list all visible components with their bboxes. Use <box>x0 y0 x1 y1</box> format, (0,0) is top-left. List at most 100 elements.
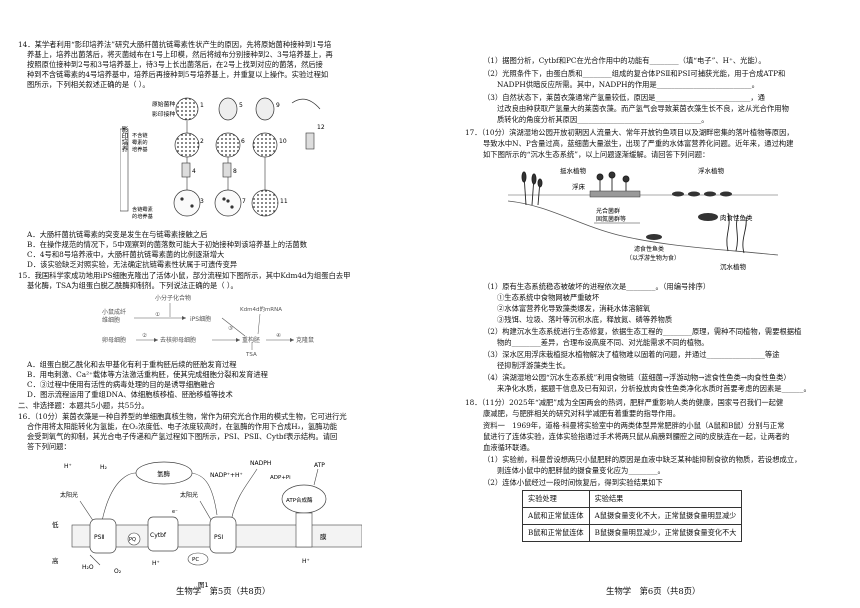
h2-label: H₂ <box>100 464 108 471</box>
q17-part-3: （3）深水区用浮床栽植挺水植物解决了植物难以固着的问题，并通过_________… <box>483 350 780 359</box>
pc-label: PC <box>192 557 199 563</box>
q15-option-a: A．组蛋白脱乙酰化和去甲基化有利于重构胚后续的胚胎发育过程 <box>27 360 237 369</box>
lake-bottom <box>508 200 778 256</box>
q18-stem-line: 鼠进行了连体实验，连体实验指通过手术将两只鼠从肩膀到腰腔之间的皮肤连在一起，让两… <box>483 432 790 441</box>
psii-label: PSⅡ <box>94 534 104 541</box>
carnivore-fish-icon <box>698 213 718 221</box>
q16-stem-line: 合作用将太阳能转化为氢能，在O₂浓度低、电子浓度较高时，在氢酶的作用下合成H₂，… <box>27 422 338 431</box>
q17-part-2: （2）构建沉水生态系统进行生态修复，依据生态工程的________原理，需种不同… <box>483 327 802 336</box>
q16-stem-line: 答下列问题： <box>27 442 71 451</box>
float-bed-label: 浮床 <box>572 182 586 191</box>
side-label-a-1: 不含链 <box>132 131 148 139</box>
tube-8 <box>222 162 232 178</box>
table-row: A鼠和正常鼠连体 A鼠摄食量变化不大，正常鼠摄食量明显减少 <box>522 507 743 525</box>
fig-number: 9 <box>276 102 280 109</box>
tube-12 <box>305 132 315 150</box>
svg-text:①: ① <box>155 312 160 318</box>
h-plus-top-left: H⁺ <box>64 463 72 470</box>
table-header-row: 实验处理 实验结果 <box>522 490 743 508</box>
fig-number: 3 <box>200 198 204 205</box>
detritivore-label-2: （以浮游生物为食） <box>626 254 680 262</box>
pq-label: PQ <box>129 537 136 543</box>
electron-label: e⁻ <box>172 509 178 515</box>
q18-stem-line: 资料一 1969年，道格·科曼将实验室中的两类体型异常肥胖的小鼠（A鼠和B鼠）分… <box>483 421 785 430</box>
q18-stem-line: 18．（11分）2025年“减肥”成为全国两会的热词，肥胖严重影响人类的健康，国… <box>465 398 784 407</box>
table-cell: B鼠摄食量明显减少，正常鼠摄食量变化不大 <box>588 524 743 542</box>
adp-label: ADP+Pi <box>270 475 291 481</box>
table-row: B鼠和正常鼠连体 B鼠摄食量明显减少，正常鼠摄食量变化不大 <box>522 524 743 542</box>
table-header-cell: 实验处理 <box>522 490 590 508</box>
q16-part-3: （3）自然状态下，莱茵衣藻通常产氢量较低，原因是________________… <box>483 93 765 102</box>
q17-part-1-item: ③残饵、垃圾、落叶等沉积水底，释放氮、磷等养物质 <box>497 315 673 324</box>
photosynthesis-electron-transport-figure: 膜 氢酶 H⁺ H₂ 太阳光 太阳光 低 高 PSⅡ PQ Cytbf <box>52 460 362 589</box>
q18-stem-line: 血液循环联通。 <box>483 443 535 452</box>
nadph-label: NADPH <box>250 460 271 467</box>
fig-number: 7 <box>242 198 246 205</box>
row-label-replica: 影印接种 <box>152 110 175 118</box>
results-table: 实验处理 实验结果 A鼠和正常鼠连体 A鼠摄食量变化不大，正常鼠摄食量明显减少 … <box>522 490 743 542</box>
filter-fish-icon <box>646 234 662 240</box>
q15-stem-line: 基化酶，TSA为组蛋白脱乙酰酶抑制剂。下列说法正确的是（ ）。 <box>27 281 238 290</box>
emergent-label: 挺水植物 <box>560 166 587 175</box>
side-label-a-3: 培养基 <box>132 145 148 153</box>
q18-part-1-cont: 则连体小鼠中的肥胖鼠的摄食量变化应为________。 <box>497 466 665 475</box>
page-6: （1）据图分析，Cytbf和PC在光合作用中的功能有________（填“电子”… <box>430 0 860 608</box>
submerged-ecosystem-figure: 挺水植物 浮床 浮水植物 光合菌群 固氮菌群等 肉食性鱼类 滤食性鱼类 （以浮游 <box>508 166 778 271</box>
fig-number: 8 <box>233 168 237 175</box>
q17-stem-line: 如下图所示的“沉水生态系统”，以上问题逐渐缓解。请回答下列问题： <box>483 150 710 159</box>
table-cell: A鼠摄食量变化不大，正常鼠摄食量明显减少 <box>588 507 743 525</box>
hydrogenase-label: 氢酶 <box>157 469 171 478</box>
float-bed-plant-icon <box>596 171 630 191</box>
submerged-plant-icon <box>726 212 747 254</box>
sunlight-left: 太阳光 <box>60 491 78 499</box>
membrane-label: 膜 <box>320 532 327 541</box>
q18-stem-line: 康减肥，与肥胖相关的研究对科学减肥有着重要的指导作用。 <box>483 409 681 418</box>
q16-part-2: （2）光照条件下，由蛋白质和________组成的复合体PSⅡ和PSⅠ可捕获光能… <box>483 69 786 78</box>
fig-number: 11 <box>280 198 288 205</box>
small-molecule-label: 小分子化合物 <box>155 294 191 302</box>
q15-option-b: B．用电刺激、Ca²⁺载体等方法激活重构胚，使其完成细胞分裂和发育进程 <box>27 370 268 379</box>
q18-part-1: （1）实验前，科曼曾设想两只小鼠肥胖的原因是血液中缺乏某种能抑制食欲的物质，若设… <box>483 455 802 464</box>
sunlight-right: 太阳光 <box>180 491 198 499</box>
nadp-label: NADP⁺+H⁺ <box>210 472 243 479</box>
clone-label: 克隆鼠 <box>296 336 314 344</box>
svg-text:④: ④ <box>276 333 281 339</box>
ips-label: iPS细胞 <box>190 315 211 323</box>
tsa-label: TSA <box>245 352 257 358</box>
float-bed <box>589 190 641 198</box>
q17-part-3-cont: 径抑制浮游藻类生长。 <box>497 361 570 370</box>
table-header-cell: 实验结果 <box>588 490 743 508</box>
q15-option-d: D．图示流程运用了重组DNA、体细胞核移植、胚胎移植等技术 <box>27 390 233 399</box>
psii-complex <box>89 518 117 554</box>
q18-part-2: （2）连体小鼠经过一段时间恢复后，得到实验结果如下 <box>483 478 663 487</box>
page-footer-left: 生物学 第5页（共8页） <box>176 586 271 596</box>
floating-plant-icon <box>672 191 732 197</box>
psi-label: PSⅠ <box>214 534 223 541</box>
plate-7 <box>214 189 242 217</box>
ips-clone-flow-figure: 小分子化合物 小鼠成纤 维细胞 ① iPS细胞 Kdm4d的mRNA ③ 卵母细… <box>102 294 314 358</box>
oocyte-label: 卵母细胞 <box>102 336 126 344</box>
enucleated-label: 去核卵母细胞 <box>160 336 196 344</box>
q16-part-2-cont: NADPH供暗反应所需。其中，NADPH的作用是________________… <box>497 80 759 89</box>
plate-10 <box>252 132 278 158</box>
low-label: 低 <box>52 520 59 529</box>
q16-part-1: （1）据图分析，Cytbf和PC在光合作用中的功能有________（填“电子”… <box>483 56 766 65</box>
fibroblast-label-1: 小鼠成纤 <box>102 308 126 316</box>
side-label-a-2: 霉素的 <box>132 138 148 146</box>
vertical-label-box <box>120 128 129 212</box>
q16-part-3-cont: 过改良由种获取产氢量大的莱茵衣藻。而产氢气会导致莱茵衣藻生长不良，这从光合作用物 <box>497 104 789 113</box>
tube-4 <box>181 162 191 178</box>
fig-number: 12 <box>317 124 325 131</box>
emergent-plant-icon <box>521 171 543 206</box>
cytbf-complex <box>147 516 179 552</box>
table-cell: A鼠和正常鼠连体 <box>522 507 590 525</box>
psi-complex <box>209 516 237 554</box>
vertical-label: 影印培养 <box>120 125 128 154</box>
page-footer-right: 生物学 第6页（共8页） <box>606 586 701 596</box>
q14-stem-line: 养基上，培养出菌落后，将灭菌绒布在1号上印模，然后将绒布分别接种到2、3号培养基… <box>27 50 333 59</box>
fig-number: 2 <box>200 138 204 145</box>
plate-3 <box>173 189 201 217</box>
table-cell: B鼠和正常鼠连体 <box>522 524 590 542</box>
q14-stem-line: 14．某学者利用“影印培养法”研究大肠杆菌抗链霉素性状产生的原因，先将原始菌种接… <box>18 40 332 49</box>
q14-stem-line: 按照原位接种到2号和3号培养基上，待3号上长出菌落后，在2号上找到对应的菌落，然… <box>27 60 323 69</box>
